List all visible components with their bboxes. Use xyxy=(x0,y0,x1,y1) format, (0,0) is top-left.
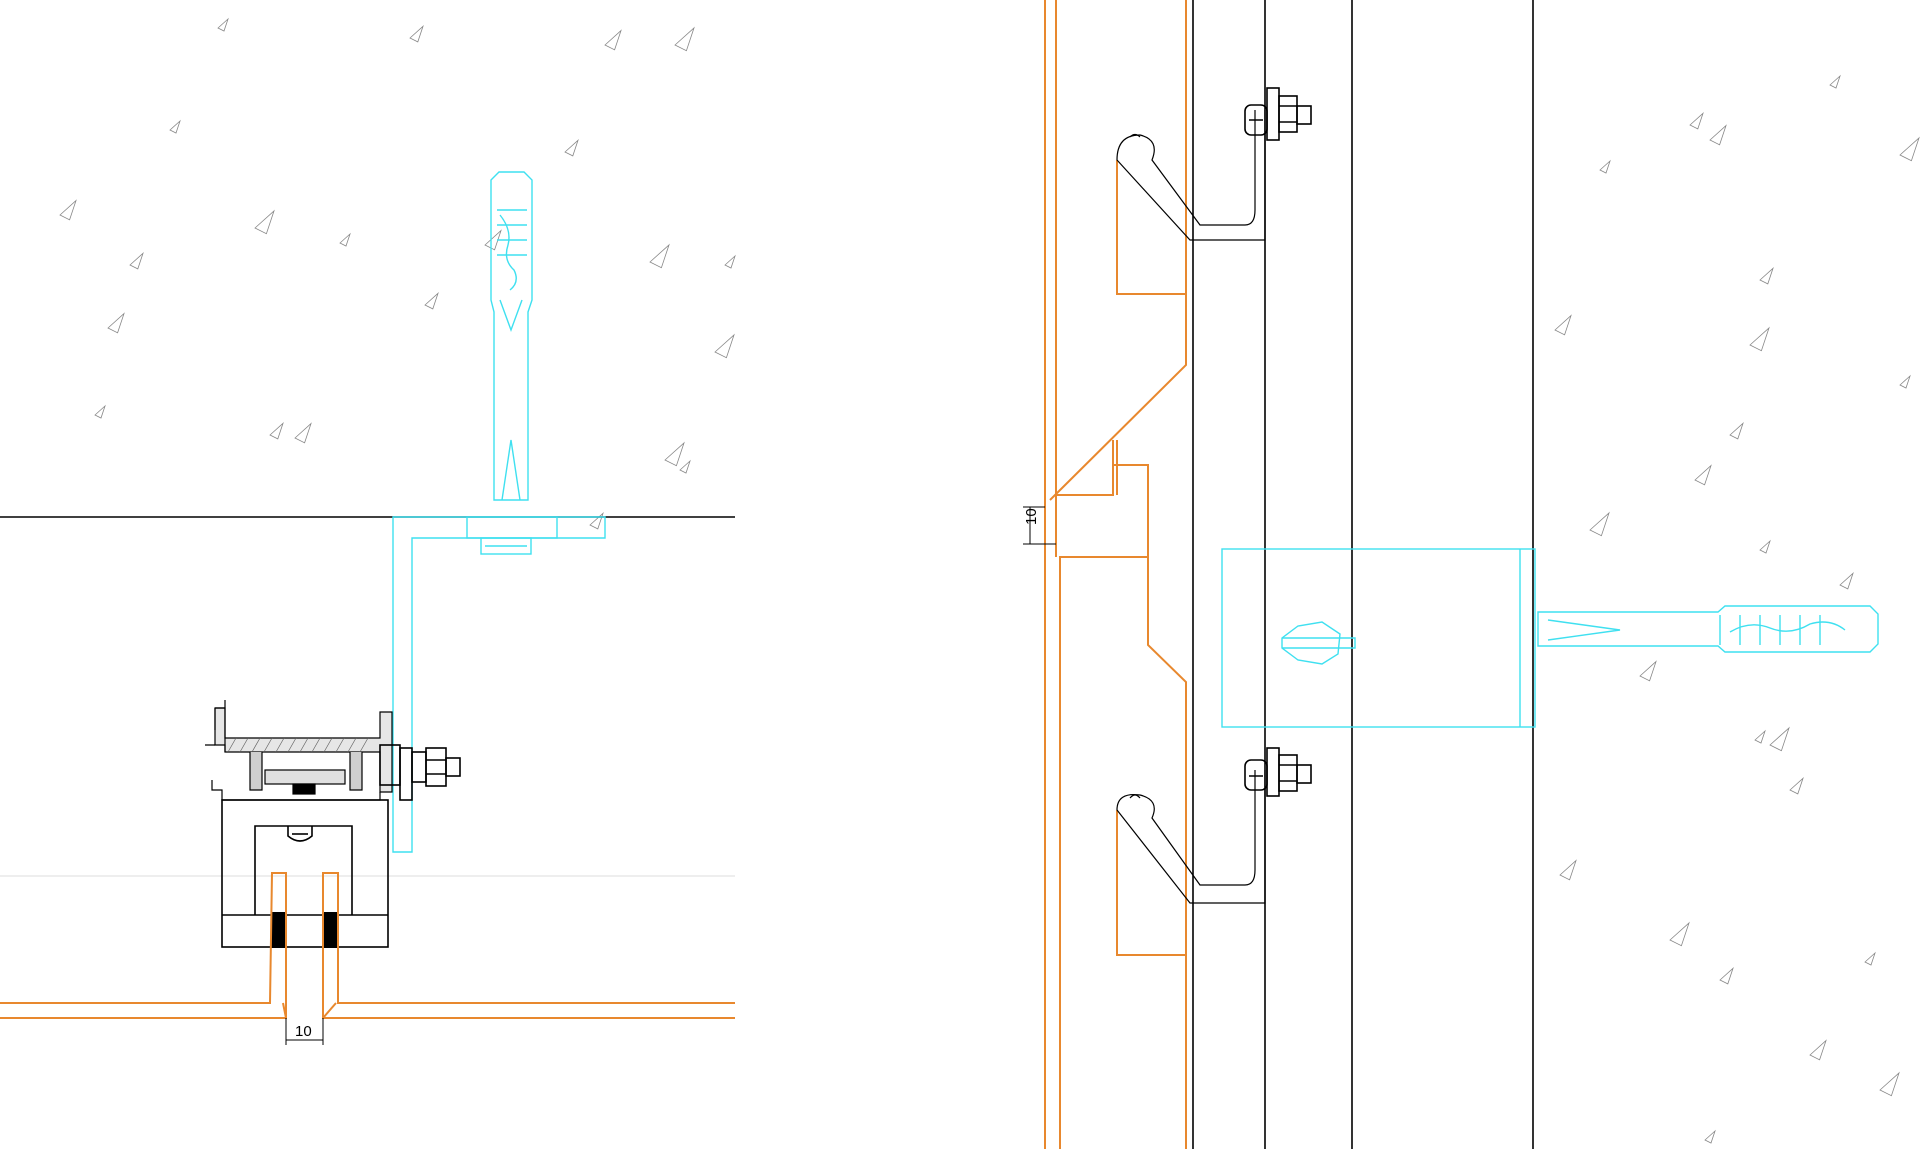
anchor-bracket-box xyxy=(1221,548,1536,728)
concrete-aggregate-mark xyxy=(1704,1129,1716,1144)
concrete-aggregate-mark xyxy=(1879,1071,1900,1097)
bolt-lower xyxy=(1244,747,1312,797)
angle-bracket xyxy=(392,516,606,853)
concrete-aggregate-mark xyxy=(724,254,736,269)
concrete-aggregate-mark xyxy=(714,333,735,359)
gasket-right xyxy=(323,912,338,948)
concrete-aggregate-mark xyxy=(1759,539,1771,554)
concrete-aggregate-mark xyxy=(339,232,351,247)
concrete-aggregate-mark xyxy=(1809,1039,1827,1061)
concrete-aggregate-mark xyxy=(1559,859,1577,881)
hanger-box xyxy=(221,799,389,948)
concrete-aggregate-mark xyxy=(604,29,622,51)
concrete-aggregate-mark xyxy=(1749,326,1770,352)
concrete-aggregate-mark xyxy=(294,422,312,444)
concrete-aggregate-mark xyxy=(1669,921,1690,947)
concrete-hatch-right xyxy=(1554,74,1920,1144)
concrete-aggregate-mark xyxy=(1864,951,1876,966)
concrete-aggregate-mark xyxy=(254,209,275,235)
concrete-aggregate-mark xyxy=(169,119,181,134)
concrete-hatch-left xyxy=(59,17,736,530)
concrete-aggregate-mark xyxy=(424,291,439,310)
concrete-aggregate-mark xyxy=(217,17,229,32)
carrier-profile xyxy=(205,700,393,801)
joint-dimension-label-left: 10 xyxy=(295,1023,312,1040)
concrete-aggregate-mark xyxy=(1754,729,1766,744)
concrete-aggregate-mark xyxy=(1899,374,1911,389)
facade-panels-left xyxy=(0,872,735,1019)
concrete-aggregate-mark xyxy=(564,138,579,157)
concrete-aggregate-mark xyxy=(589,511,604,530)
concrete-aggregate-mark xyxy=(269,421,284,440)
concrete-aggregate-mark xyxy=(1719,966,1734,985)
concrete-aggregate-mark xyxy=(1829,74,1841,89)
hook-clip-upper xyxy=(1116,110,1266,241)
bolt-upper xyxy=(1244,87,1312,141)
concrete-aggregate-mark xyxy=(1554,314,1572,336)
joint-dimension-right xyxy=(1023,506,1056,545)
bracket-bolt xyxy=(379,744,461,801)
concrete-aggregate-mark xyxy=(1759,266,1774,285)
concrete-aggregate-mark xyxy=(1694,464,1712,486)
expansion-anchor-horizontal xyxy=(1537,605,1879,653)
concrete-aggregate-mark xyxy=(1729,421,1744,440)
concrete-aggregate-mark xyxy=(107,312,125,334)
joint-dimension-left xyxy=(285,1018,324,1045)
concrete-aggregate-mark xyxy=(664,441,685,467)
hook-clip-lower xyxy=(1116,770,1266,904)
concrete-aggregate-mark xyxy=(1839,571,1854,590)
concrete-aggregate-mark xyxy=(94,404,106,419)
concrete-aggregate-mark xyxy=(409,24,424,43)
concrete-aggregate-mark xyxy=(59,199,77,221)
concrete-aggregate-mark xyxy=(1899,136,1920,162)
concrete-aggregate-mark xyxy=(1689,111,1704,130)
concrete-aggregate-mark xyxy=(1589,511,1610,537)
structure-lines xyxy=(1192,0,1534,1149)
concrete-aggregate-mark xyxy=(649,243,670,269)
facade-panel-right xyxy=(1044,0,1187,1149)
concrete-aggregate-mark xyxy=(1709,124,1727,146)
expansion-anchor-vertical xyxy=(490,171,533,501)
joint-dimension-label-right: 10 xyxy=(1023,508,1040,525)
concrete-aggregate-mark xyxy=(129,251,144,270)
right-detail: 10 xyxy=(1023,0,1920,1149)
concrete-aggregate-mark xyxy=(1789,776,1804,795)
concrete-aggregate-mark xyxy=(1769,726,1790,752)
gasket-left xyxy=(271,912,286,948)
concrete-aggregate-mark xyxy=(679,459,691,474)
concrete-aggregate-mark xyxy=(1639,660,1657,682)
concrete-aggregate-mark xyxy=(1599,159,1611,174)
left-detail: 10 xyxy=(0,17,736,1045)
concrete-aggregate-mark xyxy=(674,26,695,52)
